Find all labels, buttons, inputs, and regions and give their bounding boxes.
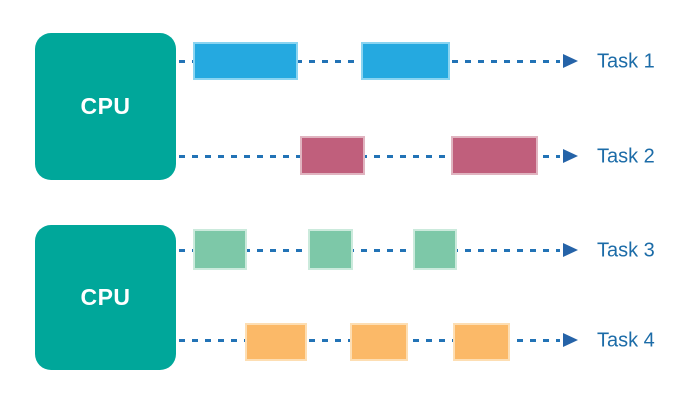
arrowhead-icon: [563, 333, 578, 347]
task-label: Task 2: [597, 145, 655, 168]
task-block: [361, 42, 450, 80]
task-block: [451, 136, 538, 175]
timeline-dashes: [179, 248, 560, 252]
arrowhead-icon: [563, 149, 578, 163]
task-block: [245, 323, 307, 361]
task-label: Task 3: [597, 239, 655, 262]
task-block: [413, 229, 457, 270]
task-label: Task 4: [597, 329, 655, 352]
cpu-block-1: CPU: [35, 33, 176, 180]
task-block: [308, 229, 353, 270]
cpu-block-2: CPU: [35, 225, 176, 370]
task-label: Task 1: [597, 50, 655, 73]
task-block: [193, 229, 247, 270]
arrowhead-icon: [563, 54, 578, 68]
task-block: [300, 136, 365, 175]
arrowhead-icon: [563, 243, 578, 257]
timeline-dashes: [179, 154, 560, 158]
cpu-label: CPU: [80, 93, 131, 119]
timeline-dashes: [179, 338, 560, 342]
timeline-dashes: [179, 59, 560, 63]
cpu-label: CPU: [80, 284, 131, 310]
task-block: [350, 323, 408, 361]
task-block: [453, 323, 510, 361]
task-block: [193, 42, 298, 80]
